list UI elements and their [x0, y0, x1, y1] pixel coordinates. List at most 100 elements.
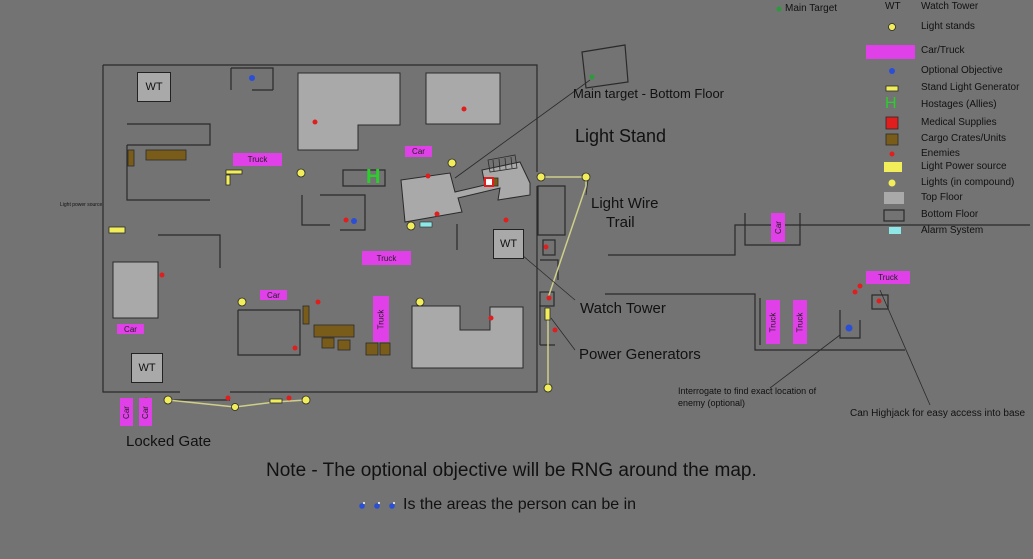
enemy [876, 298, 882, 304]
cargo-crate [379, 342, 391, 356]
legend-main-target: Main Target [785, 3, 838, 14]
watch-tower-label: Watch Tower [580, 300, 666, 317]
legend-bottom-floor-swatch [883, 209, 905, 222]
vehicle-label: Car [773, 221, 783, 234]
callout-line [521, 254, 576, 301]
callout-line [454, 79, 591, 179]
bottom-floor [871, 294, 889, 310]
alarm-system [419, 221, 433, 228]
legend-top-floor: Top Floor [921, 192, 963, 203]
top-floor-building [297, 72, 401, 151]
bottom-floor [537, 185, 566, 236]
legend-lights-dot [888, 179, 896, 187]
enemy [546, 295, 552, 301]
vehicle-truck: Truck [362, 251, 411, 265]
enemy [343, 217, 349, 223]
legend-alarm: Alarm System [921, 225, 984, 236]
vehicle-car: Car [405, 146, 432, 157]
enemy [434, 211, 440, 217]
locked-gate-label: Locked Gate [126, 433, 212, 450]
note-dot [374, 503, 380, 509]
note-dot-highlight [393, 502, 395, 504]
legend-car-truck: Car/Truck [921, 45, 965, 56]
stand-light-generator [269, 398, 283, 404]
legend-vehicle-swatch [866, 45, 915, 59]
stand-light-generator [225, 174, 231, 186]
callout-line [879, 289, 931, 406]
stairs [487, 154, 518, 173]
interrogate-label: enemy (optional) [678, 398, 746, 408]
legend-main-target-dot [776, 6, 782, 12]
cargo-crate [127, 149, 135, 167]
light-power-source [108, 226, 126, 234]
compound-wall [102, 64, 538, 393]
top-floor-building [400, 161, 531, 223]
enemy [461, 106, 467, 112]
watch-tower: WT [493, 229, 524, 259]
legend-cargo: Cargo Crates/Units [921, 133, 1007, 144]
callout-line [550, 317, 576, 351]
vehicle-car: Car [120, 398, 133, 426]
vehicle-label: Truck [768, 312, 778, 332]
main-target-building [581, 44, 629, 89]
legend-light-stand-dot [888, 23, 896, 31]
legend-medical-inner [889, 120, 895, 126]
interrogate-label: Interrogate to find exact location of [678, 386, 817, 396]
bottom-floor [539, 291, 555, 307]
east-wall [744, 213, 801, 246]
stand-light-generator [225, 169, 243, 175]
cargo-crate [145, 149, 187, 161]
note-dot-highlight [378, 502, 380, 504]
enemy [312, 119, 318, 125]
vehicle-car: Car [771, 213, 785, 242]
interior-wall [301, 194, 366, 231]
cargo-crate [365, 342, 379, 356]
light-power-source-label: Light power source [60, 202, 103, 208]
vehicle-label: Truck [795, 312, 805, 332]
areas-note: Is the areas the person can be in [403, 496, 637, 513]
enemy [315, 299, 321, 305]
enemy [543, 244, 549, 250]
enemy [552, 327, 558, 333]
main-target-label: Main target - Bottom Floor [573, 86, 724, 101]
enemy [225, 395, 231, 401]
legend-light-stands: Light stands [921, 21, 975, 32]
callout-line [769, 334, 841, 389]
legend-generator: Stand Light Generator [921, 82, 1020, 93]
vehicle-truck: Truck [793, 300, 807, 344]
top-floor-building [112, 261, 159, 319]
legend-hostage-symbol: H [885, 95, 897, 112]
interior-wall [127, 123, 211, 146]
light [296, 168, 306, 178]
vehicle-truck: Truck [866, 271, 910, 284]
callout-line [585, 179, 589, 196]
watch-tower: WT [131, 353, 163, 383]
watch-tower: WT [137, 72, 171, 102]
enemy [488, 315, 494, 321]
power-generators-label: Power Generators [579, 346, 701, 363]
legend-generator-swatch [885, 85, 899, 92]
light-stand [536, 172, 546, 182]
cargo-crate [313, 324, 355, 338]
light [415, 297, 425, 307]
legend-medical: Medical Supplies [921, 117, 997, 128]
stand-light-generator [544, 307, 551, 321]
enemy [425, 173, 431, 179]
cargo-crate [302, 305, 310, 325]
light-stand [543, 383, 553, 393]
bottom-floor [542, 239, 556, 256]
optional-objective [351, 218, 357, 224]
medical-supplies [484, 177, 494, 187]
hostage-marker: H [366, 166, 381, 188]
legend-optional-objective: Optional Objective [921, 65, 1003, 76]
legend-bottom-floor: Bottom Floor [921, 209, 979, 220]
vehicle-truck: Truck [766, 300, 780, 344]
note-dot-highlight [363, 502, 365, 504]
interior-wall [230, 67, 274, 91]
light-wire-trail [167, 176, 587, 408]
highjack-label: Can Highjack for easy access into base [850, 408, 1026, 419]
vehicle-label: Truck [376, 309, 386, 329]
interior-wall [158, 234, 221, 268]
light-stand [163, 395, 173, 405]
